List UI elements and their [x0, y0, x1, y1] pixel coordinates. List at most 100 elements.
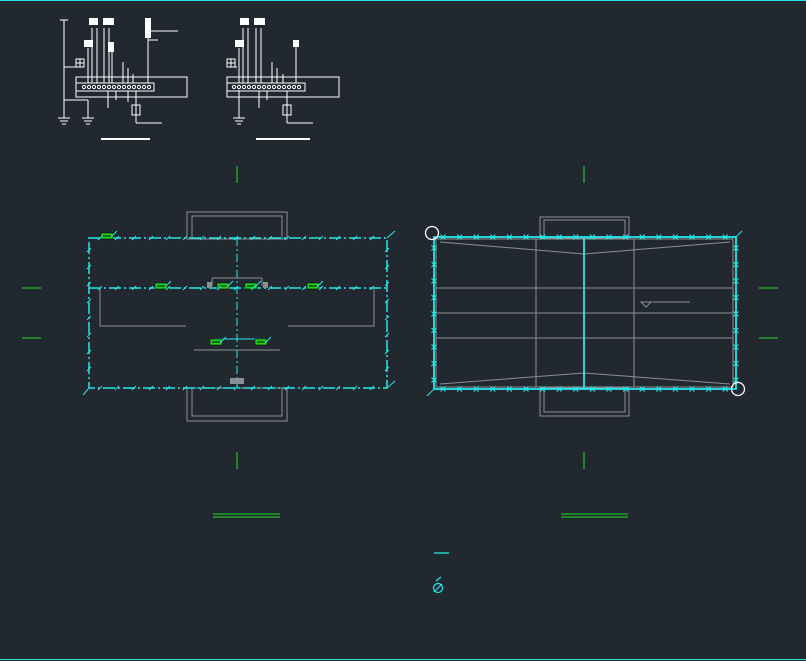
circuit-tick	[233, 385, 239, 391]
terminal-row-left	[81, 84, 152, 90]
air-terminal-icon	[539, 386, 546, 392]
air-terminal-icon	[733, 294, 739, 301]
breaker-labels-left	[84, 18, 151, 52]
circuit-tick	[148, 385, 154, 391]
circuit-tick	[165, 385, 171, 391]
circuit-tick	[216, 285, 222, 291]
terminal-row-right	[231, 84, 302, 90]
air-terminal-icon	[733, 245, 739, 251]
circuit-tick	[86, 366, 92, 372]
lightning-conductor	[426, 230, 743, 397]
circuit-tick	[86, 281, 92, 287]
air-terminal-icon	[431, 360, 437, 367]
air-terminal-icon	[506, 234, 513, 240]
air-terminal-icon	[431, 311, 437, 317]
circuit-tick	[318, 285, 324, 291]
air-terminal-icon	[606, 234, 612, 240]
light-fixture-icon	[254, 336, 272, 346]
air-terminal-icon	[572, 386, 579, 392]
air-terminal-icon	[722, 234, 729, 240]
air-terminal-icon	[672, 386, 679, 392]
air-terminal-icon	[722, 386, 729, 392]
circuit-tick	[335, 285, 341, 291]
circuit-tick	[86, 264, 92, 270]
circuit-tick	[369, 285, 375, 291]
air-terminal-icon	[440, 234, 446, 240]
circuit-tick	[301, 385, 307, 391]
circuit-tick	[250, 235, 256, 241]
panel-schematic-right	[226, 28, 340, 125]
plan-title-underline-left	[213, 513, 280, 518]
circuit-tick	[352, 385, 358, 391]
breaker-labels-right	[235, 18, 299, 47]
light-fixture-icon	[244, 280, 262, 290]
air-terminal-icon	[733, 261, 739, 268]
air-terminal-icon	[431, 278, 437, 284]
circuit-tick	[114, 385, 120, 391]
ground-point-top-left	[424, 225, 440, 241]
circuit-tick	[384, 298, 390, 304]
circuit-tick	[114, 285, 120, 291]
circuit-tick	[267, 385, 273, 391]
circuit-tick	[86, 247, 92, 253]
light-fixture-icon	[306, 280, 324, 290]
air-terminal-icon	[539, 234, 546, 240]
air-terminal-icon	[689, 234, 695, 240]
plan-title-underline-right	[561, 513, 628, 518]
air-terminal-icon	[523, 386, 529, 392]
air-terminal-icon	[622, 234, 629, 240]
light-fixture-icon	[209, 336, 227, 346]
circuit-tick	[216, 235, 222, 241]
air-terminal-icon	[639, 234, 646, 240]
circuit-tick	[335, 235, 341, 241]
junction-boxes	[207, 282, 268, 384]
circuit-tick	[182, 235, 188, 241]
air-terminal-icon	[639, 386, 646, 392]
circuit-tick	[199, 285, 205, 291]
lighting-plan	[82, 211, 396, 422]
circuit-tick	[284, 235, 290, 241]
circuit-tick	[131, 285, 137, 291]
circuit-tick	[352, 235, 358, 241]
circuit-tick	[97, 235, 103, 241]
circuit-tick	[97, 385, 103, 391]
circuit-tick	[216, 385, 222, 391]
circuit-tick	[384, 366, 390, 372]
light-fixtures	[86, 230, 390, 391]
circuit-tick	[97, 285, 103, 291]
circuit-tick	[182, 285, 188, 291]
circuit-tick	[86, 315, 92, 321]
circuit-tick	[114, 235, 120, 241]
circuit-tick	[335, 385, 341, 391]
air-terminal-icon	[431, 294, 437, 301]
air-terminal-icon	[456, 234, 463, 240]
circuit-tick	[165, 285, 171, 291]
air-terminal-icon	[705, 386, 712, 392]
circuit-tick	[384, 264, 390, 270]
light-fixture-icon	[154, 280, 172, 290]
circuit-tick	[384, 281, 390, 287]
circuit-tick	[148, 285, 154, 291]
circuit-tick	[182, 385, 188, 391]
air-terminal-icon	[606, 386, 612, 392]
air-terminal-icon	[456, 386, 463, 392]
circuit-tick	[384, 247, 390, 253]
circuit-tick	[148, 235, 154, 241]
air-terminal-marks	[431, 234, 739, 392]
circuit-tick	[352, 285, 358, 291]
air-terminal-icon	[733, 344, 739, 350]
air-terminal-icon	[489, 234, 496, 240]
roof-protection-plan	[424, 216, 746, 417]
air-terminal-icon	[431, 377, 437, 383]
air-terminal-icon	[431, 261, 437, 268]
air-terminal-icon	[473, 386, 480, 392]
air-terminal-icon	[672, 234, 679, 240]
circuit-tick	[369, 235, 375, 241]
air-terminal-icon	[556, 234, 563, 240]
legend-symbol-icon	[432, 576, 444, 594]
air-terminal-icon	[431, 344, 437, 350]
air-terminal-icon	[733, 311, 739, 317]
air-terminal-icon	[489, 386, 496, 392]
